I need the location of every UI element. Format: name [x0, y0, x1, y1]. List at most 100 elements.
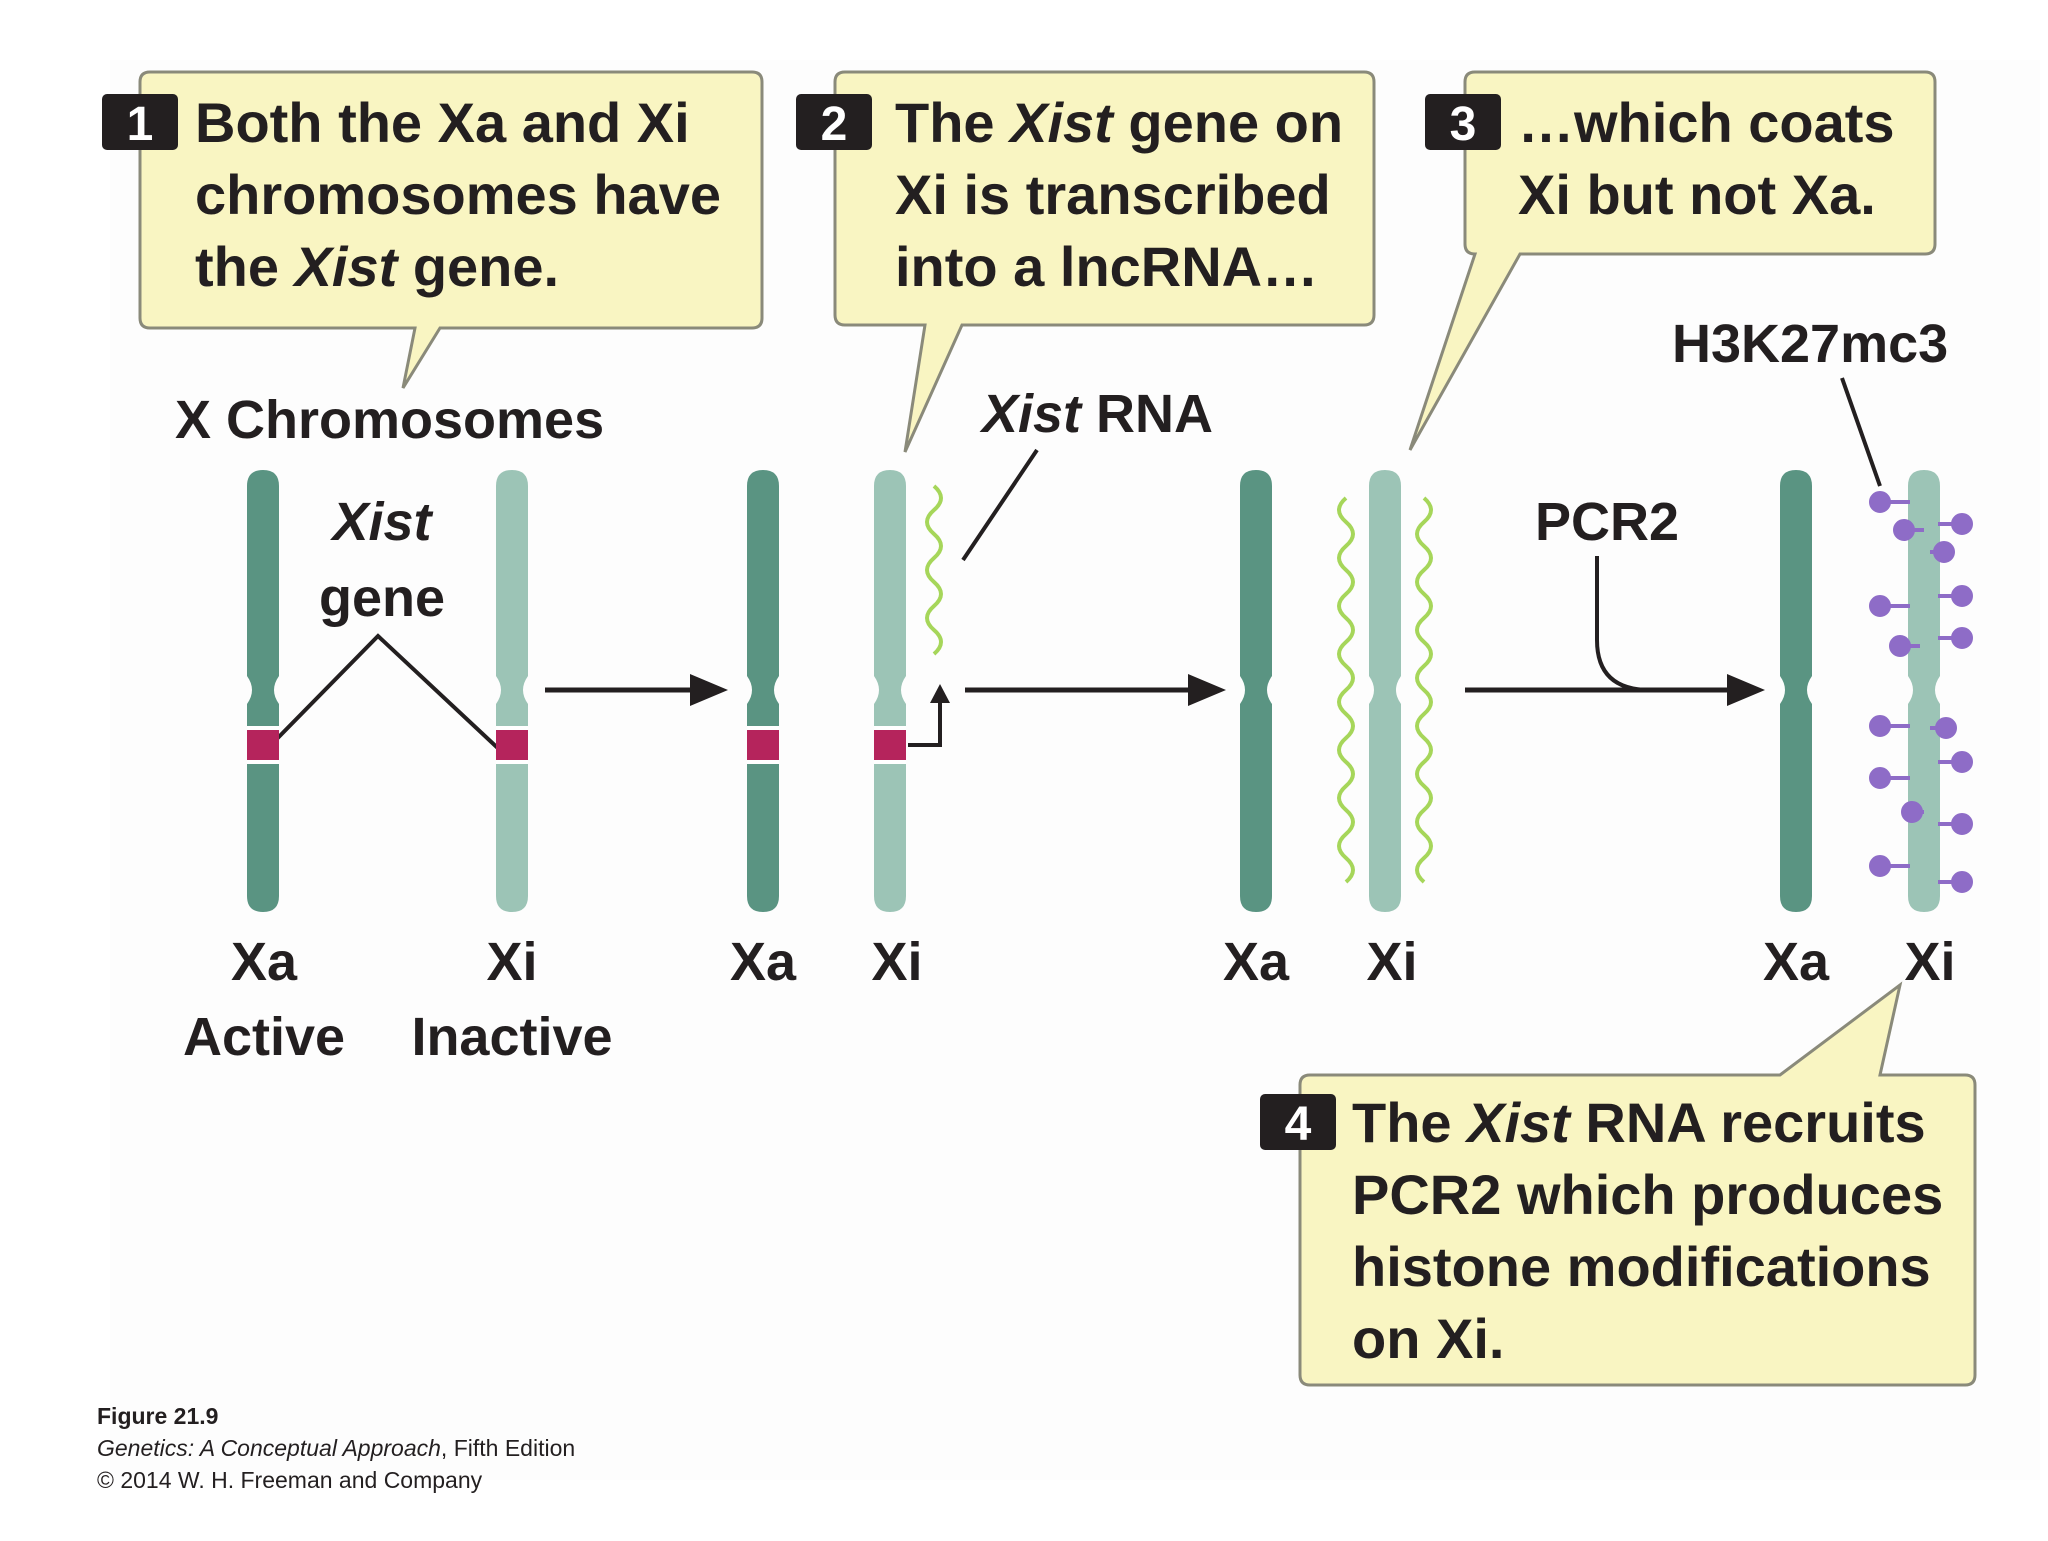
chromosome-xa-stage-2: [747, 470, 779, 912]
inactive-label: Inactive: [411, 1007, 612, 1067]
chromosome-xi-body: [1369, 470, 1401, 912]
pointer-lines: [262, 377, 1882, 754]
callout-line-run: …which coats: [1518, 91, 1895, 154]
chromosome-xa-stage-4: [1780, 470, 1812, 912]
h3k27-mark: [1901, 801, 1923, 823]
h3k27-mark: [1893, 519, 1915, 541]
arrow-2: [965, 674, 1226, 706]
active-label: Active: [183, 1007, 345, 1067]
transcription-start-arrowhead: [930, 684, 950, 703]
callout-line-run: PCR2 which produces: [1352, 1163, 1943, 1226]
callout-line-run: Xist: [292, 235, 400, 298]
h3k27-mark: [1869, 595, 1891, 617]
callout-line-run: a.: [1829, 163, 1876, 226]
callout-line-run: Xist: [1464, 1091, 1572, 1154]
gene-band-edge: [496, 760, 528, 764]
chromosome-xi-body: [874, 470, 906, 912]
xist-gene-band: [874, 730, 906, 760]
chromosome-xi-body: [496, 470, 528, 912]
callout-line-run: a and X: [475, 91, 674, 154]
xist-rna-pointer: [961, 448, 1039, 562]
chromosome-xi-stage-2: [874, 470, 906, 912]
h3k27-mark: [1935, 717, 1957, 739]
transcription-start-arrow: [908, 700, 942, 747]
figure-caption: Figure 21.9 Genetics: A Conceptual Appro…: [97, 1403, 575, 1493]
h3k27-label: H3K27mc3: [1672, 314, 1948, 374]
xi-label-stage-3: Xi: [1366, 932, 1417, 992]
callout-line-run: i: [674, 91, 690, 154]
chromosome-xa-body: [1780, 470, 1812, 912]
step-badge-2: [796, 94, 872, 150]
step-badge-4: [1260, 1094, 1336, 1150]
arrow-3: [1465, 556, 1765, 706]
xist-rna-label: Xist RNA: [979, 384, 1213, 444]
callout-2-bubble: [833, 70, 1376, 453]
h3k27-mark: [1951, 513, 1973, 535]
callout-line-run: gene on: [1113, 91, 1343, 154]
xa-label-stage-3: Xa: [1223, 932, 1290, 992]
chromosome-xa-stage-3: [1240, 470, 1272, 912]
xi-label-stage-1: Xi: [486, 932, 537, 992]
callout-line-run: Xist: [1007, 91, 1115, 154]
h3k27-mark: [1889, 635, 1911, 657]
gene-band-edge: [247, 726, 279, 730]
gene-band-edge: [874, 760, 906, 764]
h3k27-mark: [1933, 541, 1955, 563]
xi-label-stage-2: Xi: [871, 932, 922, 992]
x-chromosomes-label: X Chromosomes: [175, 390, 604, 450]
h3k27-mark: [1869, 715, 1891, 737]
h3k27-mark: [1951, 585, 1973, 607]
chromosome-xa-body: [747, 470, 779, 912]
h3k27-marks: [1869, 491, 1973, 893]
book-title: Genetics: A Conceptual Approach: [97, 1435, 441, 1461]
figure-source: Genetics: A Conceptual Approach, Fifth E…: [97, 1435, 575, 1461]
step-badge-1-number: 1: [127, 98, 154, 151]
callout-line-run: The: [895, 91, 1010, 154]
h3k27-mark: [1869, 855, 1891, 877]
xist-gene-label-line2: gene: [319, 568, 445, 628]
gene-band-edge: [747, 760, 779, 764]
step-badge-4-number: 4: [1285, 1098, 1312, 1151]
h3k27-mark: [1951, 627, 1973, 649]
stage-3: Xa Xi: [1223, 470, 1433, 992]
callout-4-bubble: [1298, 981, 1977, 1387]
xist-rna-coat-left: [1337, 496, 1355, 884]
callout-3-bubble: [1408, 70, 1937, 451]
xist-rna-coat-right: [1415, 496, 1433, 884]
arrow-1-head: [690, 674, 728, 706]
xa-label-stage-1: Xa: [231, 932, 298, 992]
h3k27-mark: [1951, 751, 1973, 773]
callout-line-run: X: [895, 163, 932, 226]
chromosome-xa-body: [247, 470, 279, 912]
xa-label-stage-4: Xa: [1763, 932, 1830, 992]
figure-number: Figure 21.9: [97, 1403, 218, 1429]
xist-gene-pointer: [262, 633, 504, 754]
xist-gene-band: [496, 730, 528, 760]
step-badge-3: [1425, 94, 1501, 150]
xist-rna-label-rest: RNA: [1081, 384, 1213, 444]
callout-1-bubble: [138, 70, 764, 389]
h3k27-mark: [1869, 491, 1891, 513]
xi-label-stage-4: Xi: [1904, 932, 1955, 992]
xist-gene-band: [247, 730, 279, 760]
gene-band-edge: [874, 726, 906, 730]
step-badge-2-number: 2: [821, 98, 848, 151]
xist-gene-label-line1: Xist: [329, 492, 433, 552]
step-badge-3-number: 3: [1450, 98, 1477, 151]
xist-gene-band: [747, 730, 779, 760]
stage-4: Xa Xi: [1763, 470, 1973, 992]
chromosome-xi-stage-3: [1369, 470, 1401, 912]
pcr2-input-line: [1595, 556, 1651, 692]
callout-line-run: i but not X: [1555, 163, 1829, 226]
arrow-2-head: [1188, 674, 1226, 706]
pcr2-label: PCR2: [1535, 492, 1679, 552]
chromosome-xi-body: [1908, 470, 1940, 912]
callout-line-run: Both the X: [195, 91, 475, 154]
gene-band-edge: [247, 760, 279, 764]
